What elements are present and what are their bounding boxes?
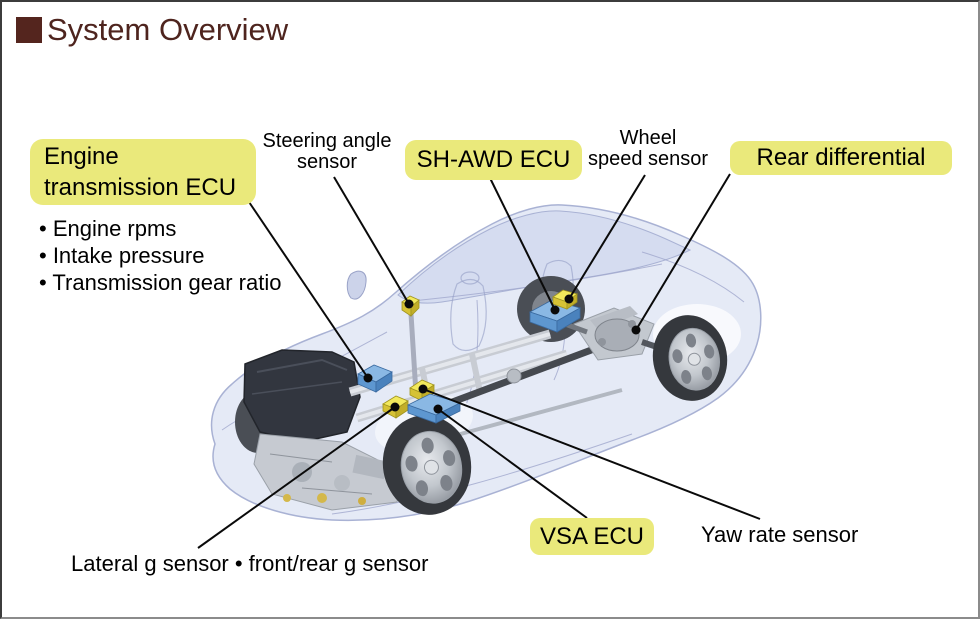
engine-ecu-signal-list: • Engine rpms • Intake pressure • Transm… (39, 215, 281, 296)
leader-line-rear-diff (635, 173, 731, 331)
list-item: • Engine rpms (39, 216, 177, 241)
page-title: System Overview (47, 12, 289, 47)
label-yaw-rate-sensor: Yaw rate sensor (701, 522, 859, 547)
wheel-speed-sensor-unit (552, 289, 578, 310)
leader-line-sh-awd (489, 177, 556, 311)
label-engine-transmission-ecu: Engine transmission ECU (30, 139, 256, 205)
label-lateral-g-sensor: Lateral g sensor • front/rear g sensor (71, 551, 429, 576)
label-sh-awd-ecu: SH-AWD ECU (405, 140, 582, 180)
rear-differential-unit (553, 306, 667, 361)
list-item: • Transmission gear ratio (39, 270, 282, 295)
leader-line-engine-ecu (248, 201, 369, 379)
right-rear-wheel (652, 315, 728, 401)
list-item: • Intake pressure (39, 243, 205, 268)
leader-line-lateral-g (197, 406, 396, 549)
leader-line-steering-sensor (333, 176, 410, 305)
label-vsa-ecu: VSA ECU (530, 518, 654, 555)
right-front-wheel (382, 415, 472, 515)
side-mirror (346, 270, 367, 300)
leader-line-yaw (422, 388, 761, 520)
leader-line-vsa (437, 408, 588, 519)
title-bullet-square (16, 17, 42, 43)
label-rear-differential: Rear differential (730, 141, 952, 175)
engine-block (243, 349, 403, 511)
label-steering-angle-sensor: Steering angle sensor (262, 130, 392, 173)
label-wheel-speed-sensor: Wheel speed sensor (587, 127, 709, 170)
leader-line-wheel-speed (568, 174, 646, 300)
